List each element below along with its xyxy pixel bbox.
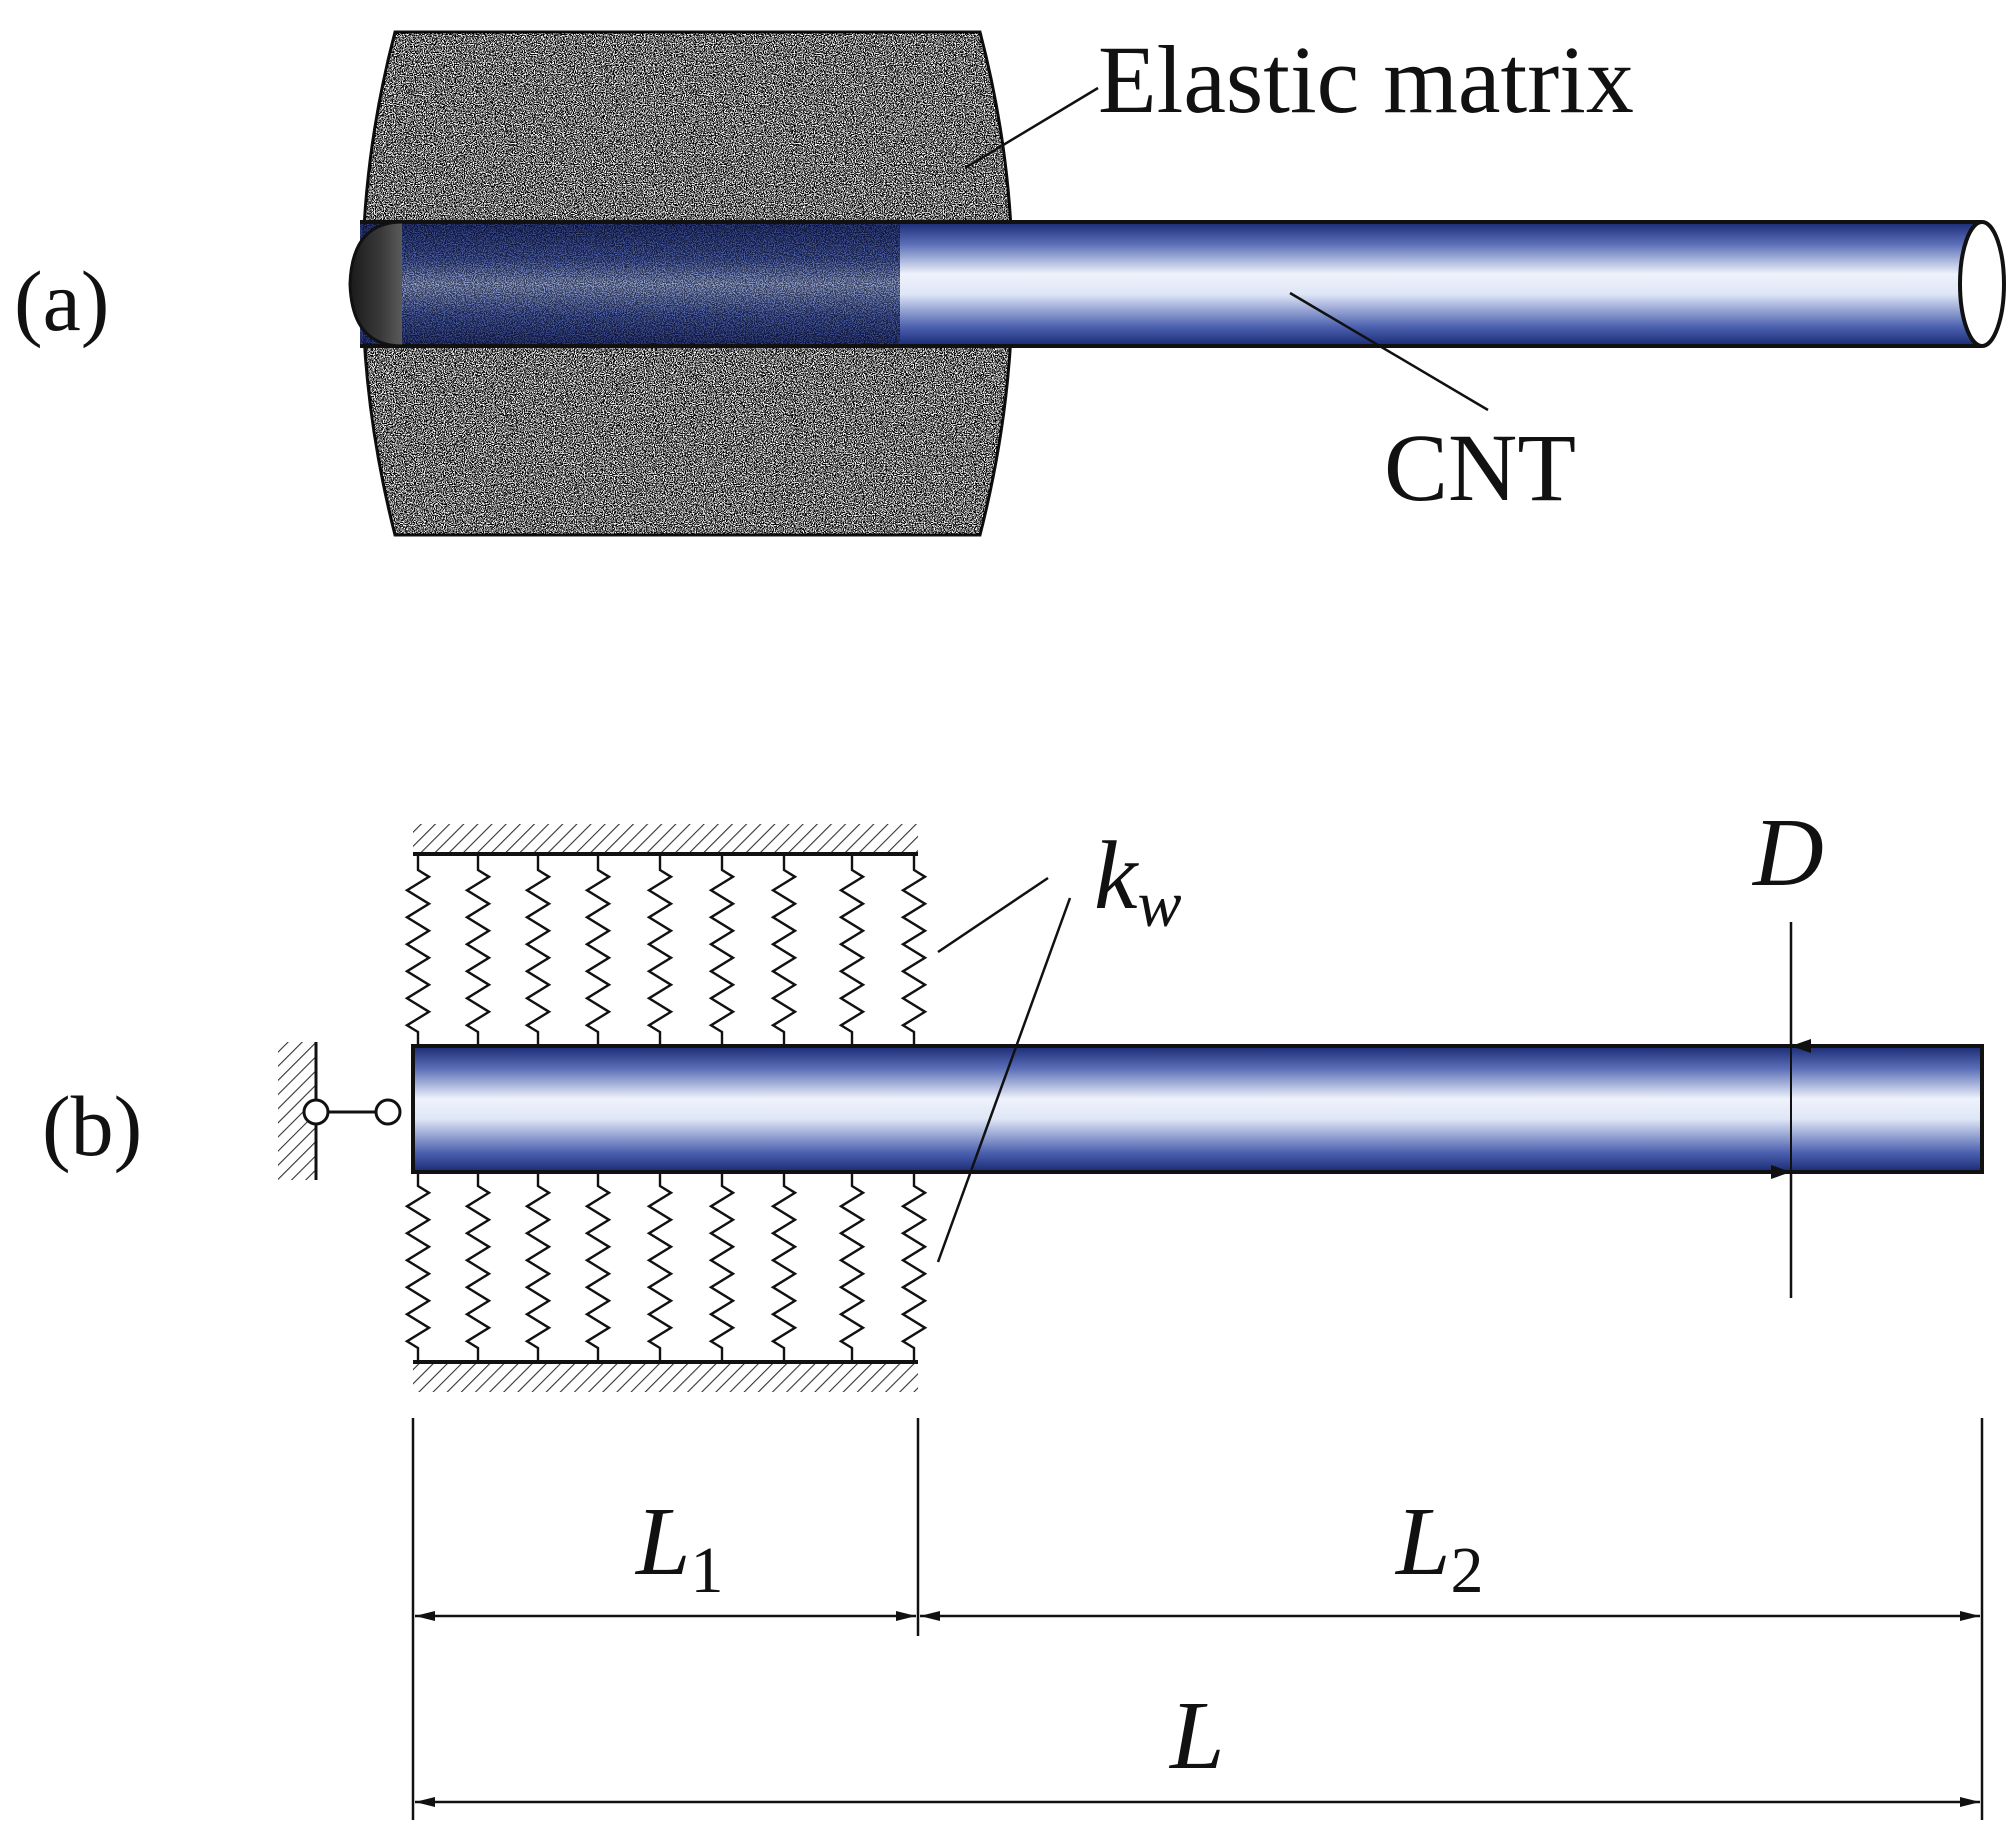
panel-b: (b) kw xyxy=(42,799,1984,1820)
bottom-ground xyxy=(413,1360,918,1392)
top-ground xyxy=(413,824,918,856)
panel-b-label: (b) xyxy=(42,1078,142,1174)
embedded-tube xyxy=(348,220,910,348)
spring-bottom-7 xyxy=(770,1172,798,1362)
spring-bottom-6 xyxy=(708,1172,736,1362)
spring-bottom-8 xyxy=(838,1172,866,1362)
tube-open-end xyxy=(1958,220,2006,348)
spring-top-3 xyxy=(524,856,552,1046)
spring-top-1 xyxy=(404,856,432,1046)
spring-bottom-2 xyxy=(464,1172,492,1362)
length-l1-dimension: L1 xyxy=(415,1488,916,1621)
cnt-tube xyxy=(900,220,2006,348)
spring-top-7 xyxy=(770,856,798,1046)
spring-top-5 xyxy=(646,856,674,1046)
l2-symbol: L xyxy=(1394,1488,1451,1596)
spring-top-8 xyxy=(838,856,866,1046)
hinge-right xyxy=(374,1098,402,1126)
spring-bottom-3 xyxy=(524,1172,552,1362)
springs-top xyxy=(404,856,928,1046)
matrix-leader-line xyxy=(964,86,1099,170)
total-length-label: L xyxy=(1168,1682,1225,1790)
l1-label: L1 xyxy=(634,1488,724,1607)
kw-leader-top xyxy=(937,876,1049,954)
spring-top-6 xyxy=(708,856,736,1046)
kw-symbol: k xyxy=(1094,822,1139,930)
diameter-dimension: D xyxy=(1751,799,1824,1298)
springs-bottom xyxy=(404,1172,928,1362)
l1-symbol: L xyxy=(634,1488,691,1596)
spring-stiffness-label: kw xyxy=(1094,822,1182,941)
cnt-leader-line xyxy=(1289,291,1489,412)
spring-bottom-9 xyxy=(900,1172,928,1362)
wall-support xyxy=(278,1042,402,1180)
elastic-matrix-label: Elastic matrix xyxy=(1098,26,1634,133)
l2-label: L2 xyxy=(1394,1488,1484,1607)
kw-subscript: w xyxy=(1138,868,1182,941)
cnt-beam xyxy=(411,1044,1984,1174)
spring-top-9 xyxy=(900,856,928,1046)
length-l2-dimension: L2 xyxy=(920,1488,1980,1621)
l1-subscript: 1 xyxy=(691,1534,724,1607)
spring-top-2 xyxy=(464,856,492,1046)
tube-end-cap xyxy=(348,220,403,348)
panel-a-label: (a) xyxy=(14,253,109,349)
spring-top-4 xyxy=(584,856,612,1046)
panel-a: (a) Elastic matrix CNT xyxy=(14,26,2006,537)
spring-bottom-1 xyxy=(404,1172,432,1362)
spring-bottom-4 xyxy=(584,1172,612,1362)
spring-bottom-5 xyxy=(646,1172,674,1362)
hinge-left xyxy=(302,1098,330,1126)
diameter-label: D xyxy=(1751,799,1824,907)
kw-leader-bottom xyxy=(936,897,1072,1263)
total-length-dimension: L xyxy=(415,1682,1980,1807)
l2-subscript: 2 xyxy=(1451,1534,1484,1607)
cnt-label: CNT xyxy=(1384,414,1576,521)
